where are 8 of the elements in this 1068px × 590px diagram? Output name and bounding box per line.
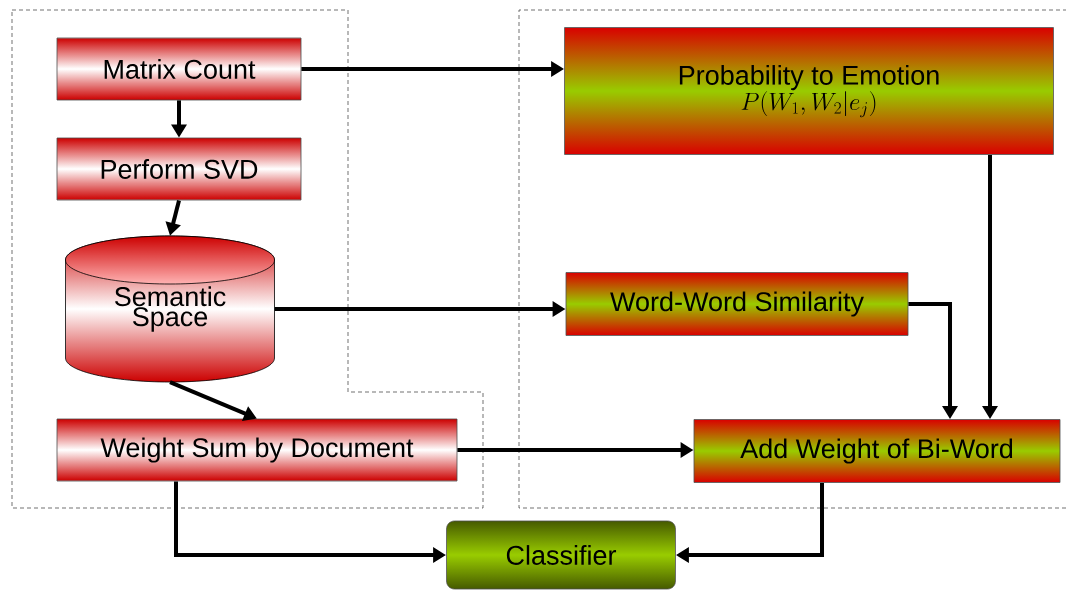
process-box: Perform SVD [56, 137, 302, 201]
process-box: Matrix Count [56, 37, 302, 101]
classifier-box: Classifier [446, 520, 676, 590]
process-box: Add Weight of Bi-Word [693, 419, 1061, 483]
process-box: Probability to Emotion $P(W_1,W_2|e_j)$ [564, 27, 1054, 155]
process-box: Word-Word Similarity [565, 272, 909, 336]
process-box: Weight Sum by Document [56, 418, 458, 482]
database-cylinder: Semantic Space [65, 235, 275, 383]
